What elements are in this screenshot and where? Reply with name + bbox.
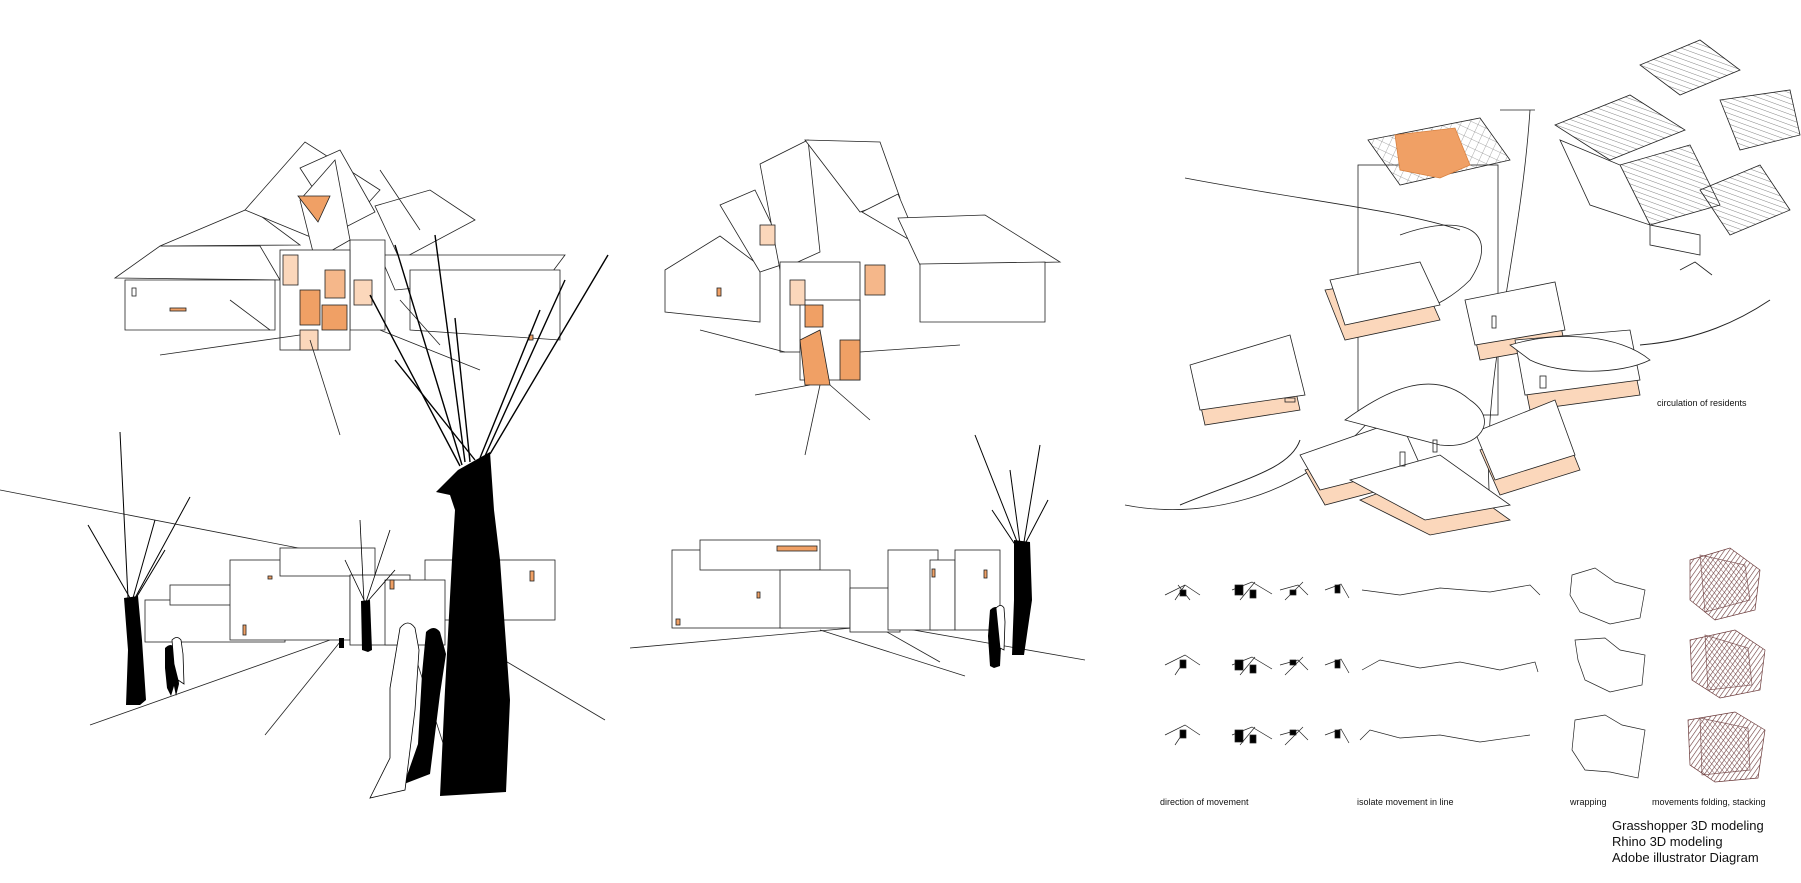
street-perspective-left (0, 489, 606, 766)
wrapping-shape-3 (1571, 714, 1646, 779)
credit-illustrator: Adobe illustrator Diagram (1612, 850, 1759, 865)
isolate-line-3 (1359, 729, 1531, 743)
tree-middle (974, 434, 1049, 655)
tree-small-left (87, 431, 191, 705)
tree-large-left (369, 234, 609, 796)
people-silhouettes-left (165, 622, 446, 799)
label-folding-stacking: movements folding, stacking (1652, 797, 1766, 807)
wrapping-shape-2 (1574, 637, 1646, 693)
label-circulation: circulation of residents (1657, 398, 1747, 408)
direction-row-1 (1164, 581, 1350, 601)
direction-row-2 (1164, 654, 1350, 676)
person-middle (988, 605, 1006, 668)
label-wrapping: wrapping (1570, 797, 1607, 807)
credits-block: Grasshopper 3D modeling Rhino 3D modelin… (1612, 818, 1764, 866)
inverted-cluster-middle (664, 139, 1062, 456)
credit-grasshopper: Grasshopper 3D modeling (1612, 818, 1764, 833)
label-isolate-movement: isolate movement in line (1357, 797, 1454, 807)
tree-medium-street (344, 519, 396, 652)
stacking-diagrams (1687, 547, 1766, 783)
isolate-line-2 (1361, 659, 1539, 673)
movement-diagrams (1164, 567, 1646, 779)
direction-row-3 (1164, 724, 1350, 746)
credit-rhino: Rhino 3D modeling (1612, 834, 1723, 849)
isolate-line-1 (1361, 584, 1541, 596)
isometric-model (1124, 109, 1771, 536)
label-direction-of-movement: direction of movement (1160, 797, 1249, 807)
inverted-cluster-left (113, 141, 566, 436)
isometric-plan-small (1554, 39, 1801, 276)
wrapping-shape-1 (1569, 567, 1646, 625)
